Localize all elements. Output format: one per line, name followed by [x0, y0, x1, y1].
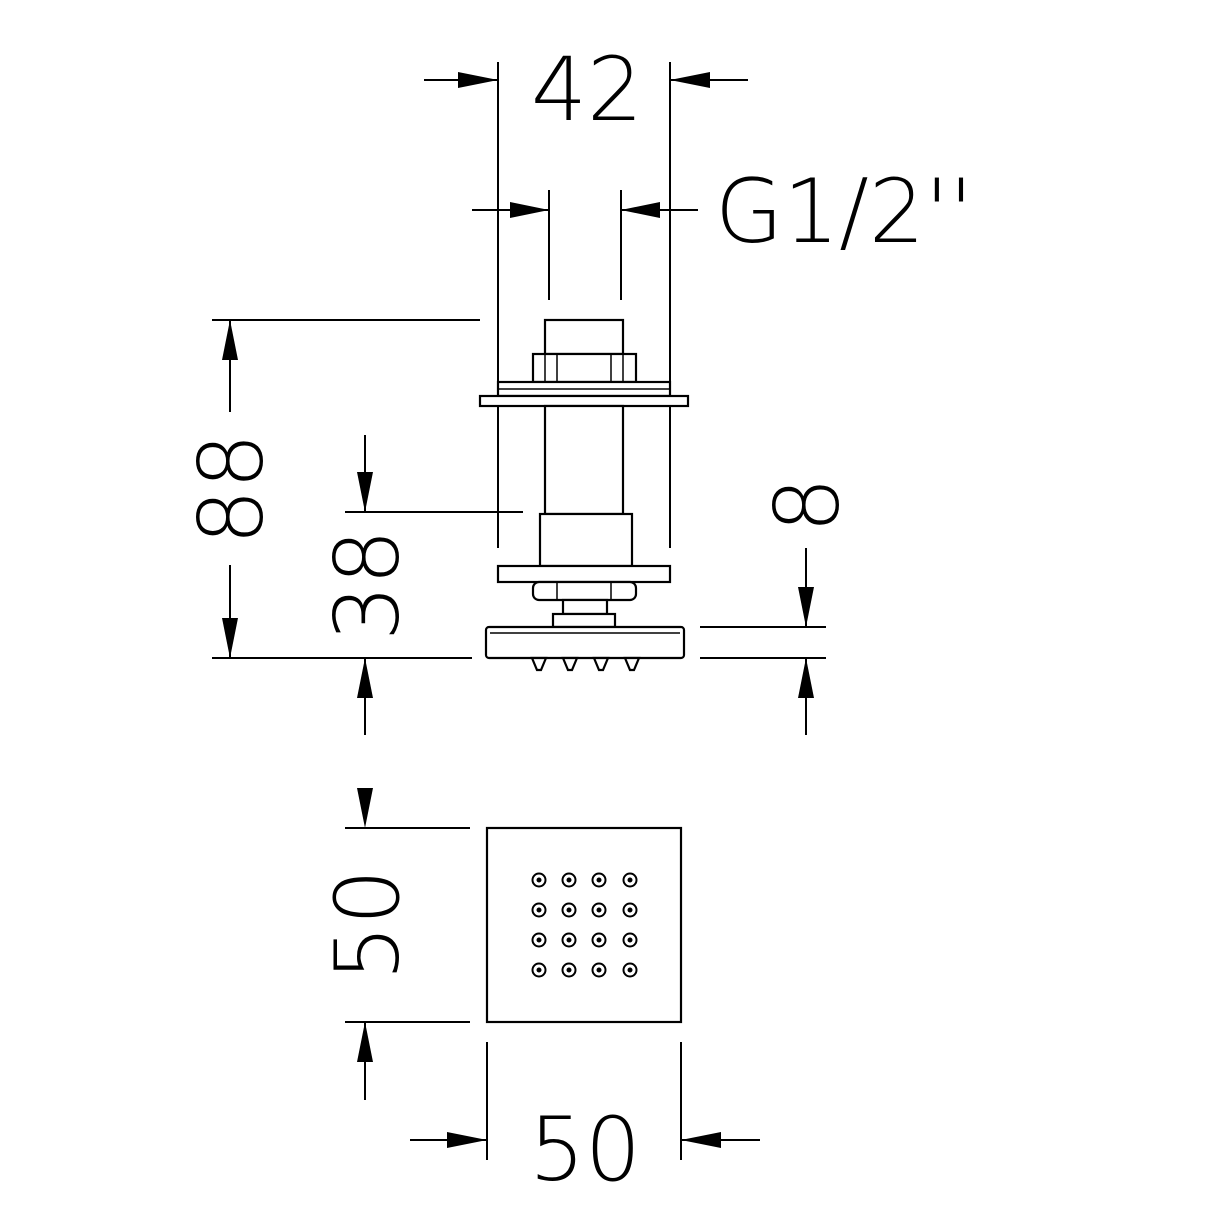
top-cap: [543, 318, 625, 356]
body-block: [538, 512, 634, 568]
shaft: [543, 404, 625, 516]
nozzle-hole-center: [536, 877, 542, 883]
dim-8-label: 8: [756, 477, 859, 533]
nozzle-hole-center: [566, 877, 572, 883]
nozzle-hole-center: [566, 967, 572, 973]
side-view: [478, 318, 690, 672]
dim-8: 8: [700, 477, 859, 735]
flange-plate: [478, 394, 690, 408]
neck: [561, 598, 609, 616]
neck-ring: [551, 612, 617, 629]
nozzle-hole-center: [566, 937, 572, 943]
nozzle-hole-center: [536, 967, 542, 973]
nozzle-hole-center: [596, 937, 602, 943]
dim-42-label: 42: [531, 38, 643, 141]
dim-42: 42: [424, 38, 748, 548]
spray-head: [484, 625, 686, 660]
face-plate: [485, 826, 683, 1024]
dim-50-height-label: 50: [316, 869, 419, 981]
nozzle-hole-center: [596, 907, 602, 913]
lower-plate: [496, 564, 672, 584]
nozzle-hole-center: [596, 967, 602, 973]
dim-38: 38: [316, 435, 523, 735]
dim-thread: G1/2'': [472, 160, 973, 300]
nozzle-hole-center: [536, 937, 542, 943]
nozzle-hole-center: [536, 907, 542, 913]
dim-50-width-label: 50: [529, 1098, 641, 1201]
nozzle-hole-center: [627, 967, 633, 973]
nozzle-hole-center: [627, 907, 633, 913]
dim-50-height: 50: [316, 788, 470, 1100]
hex-nut: [531, 352, 638, 384]
nozzle-hole-center: [596, 877, 602, 883]
lower-nut: [531, 580, 638, 602]
nozzle-hole-center: [627, 877, 633, 883]
dim-88: 88: [180, 319, 480, 659]
nozzle-grid: [531, 872, 638, 978]
dim-38-label: 38: [316, 529, 419, 641]
dim-50-width: 50: [410, 1042, 760, 1201]
nozzle-hole-center: [627, 937, 633, 943]
nozzles: [530, 656, 641, 672]
front-view: [485, 826, 683, 1024]
nozzle-hole-center: [566, 907, 572, 913]
dim-88-label: 88: [180, 433, 283, 545]
dim-thread-label: G1/2'': [715, 160, 973, 263]
